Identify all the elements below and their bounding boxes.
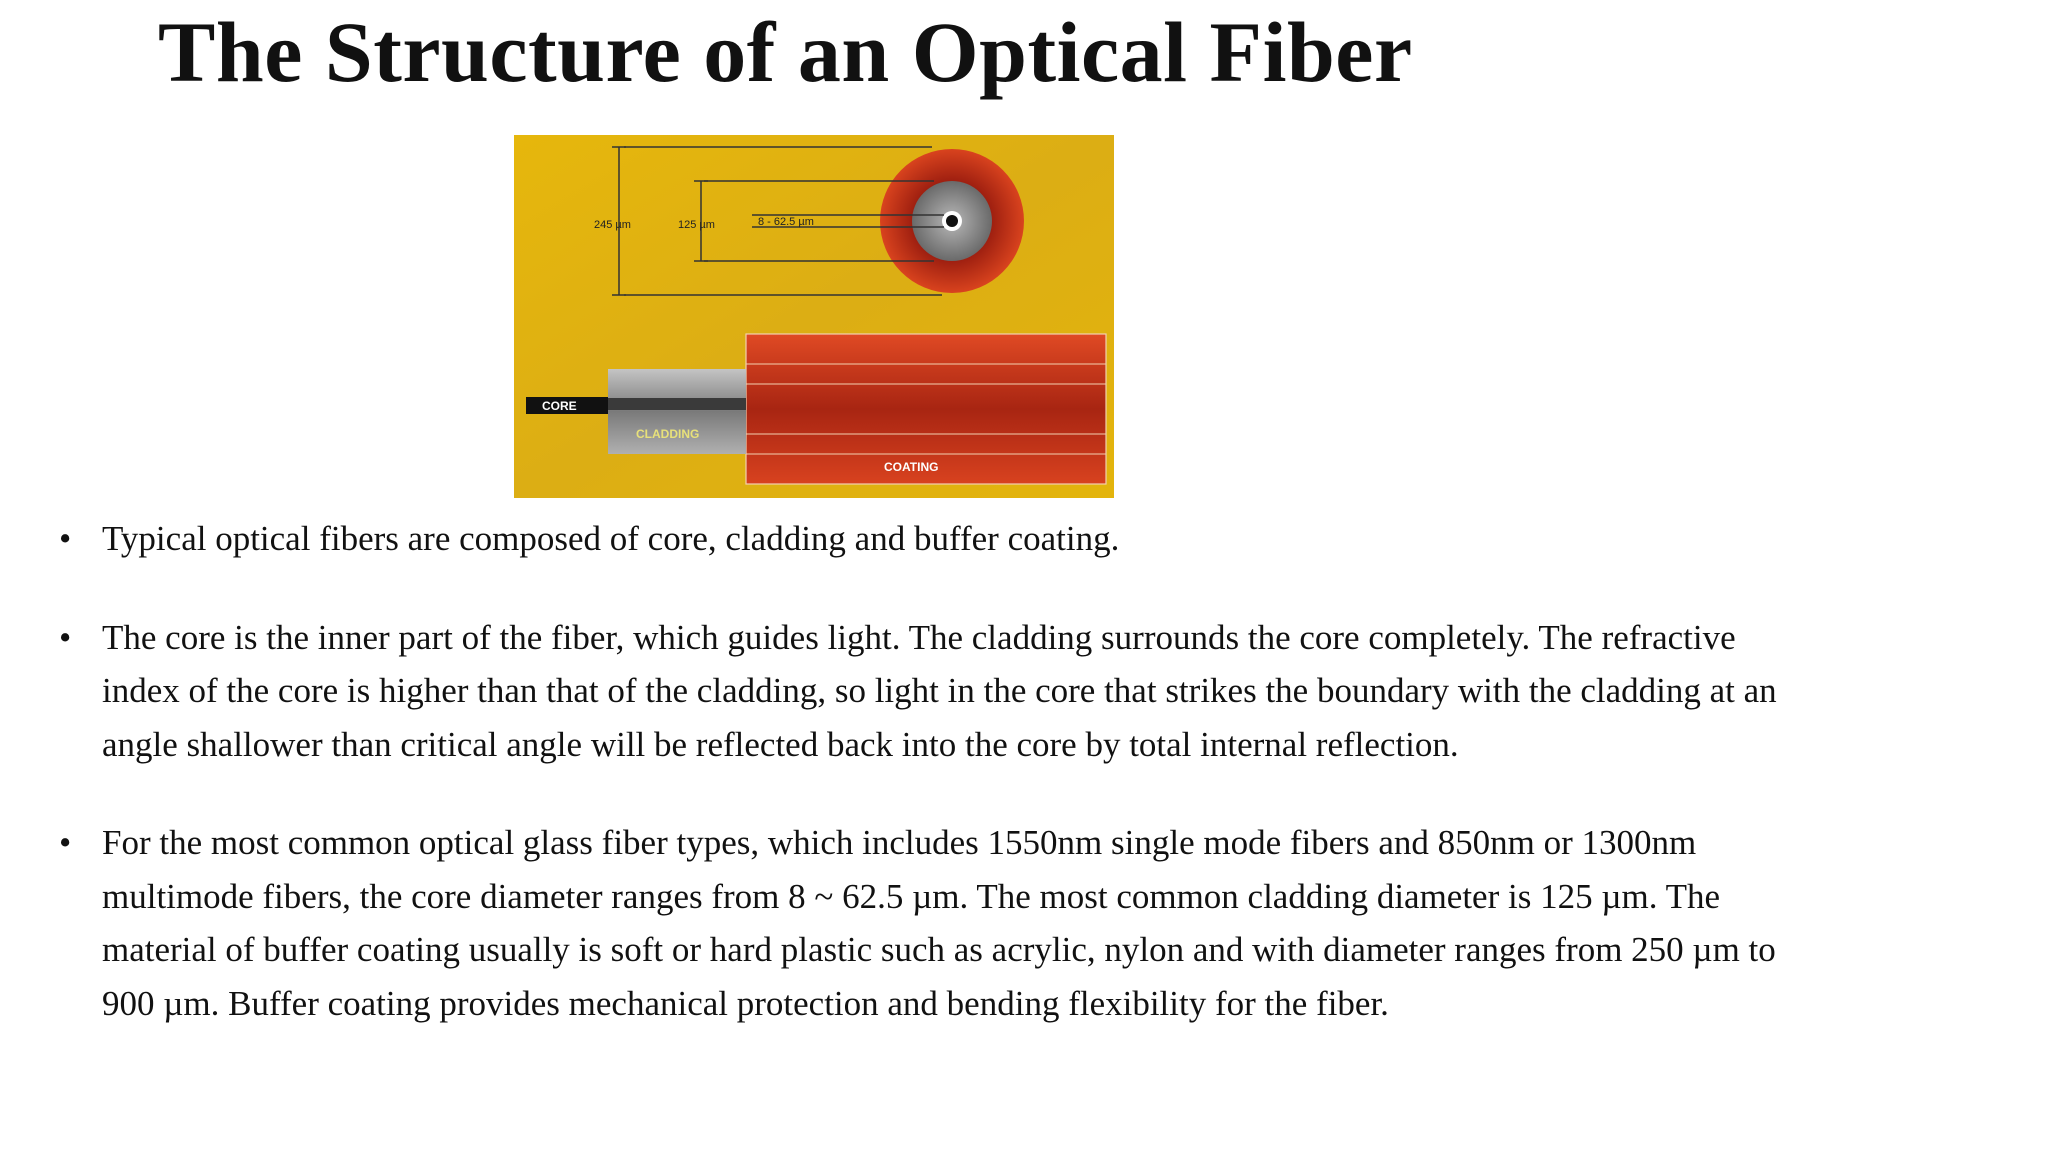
core-label: CORE (542, 399, 577, 413)
dim-cladding-label: 125 µm (678, 219, 715, 231)
coating-label: COATING (884, 460, 938, 474)
fiber-cross-section (880, 149, 1024, 293)
dim-core-label: 8 - 62.5 µm (758, 216, 814, 228)
fiber-structure-figure: 245 µm 125 µm 8 - 62.5 µm CORE CLADDING … (514, 135, 1114, 498)
core-label-box (526, 397, 608, 414)
cladding-label: CLADDING (636, 427, 699, 441)
fiber-side-view (526, 333, 1107, 485)
slide-title: The Structure of an Optical Fiber (158, 4, 1413, 100)
bullet-item: For the most common optical glass fiber … (57, 816, 1817, 1030)
cladding-layer (608, 369, 746, 454)
bullet-list: Typical optical fibers are composed of c… (57, 512, 1817, 1075)
fiber-structure-diagram: 245 µm 125 µm 8 - 62.5 µm CORE CLADDING … (514, 135, 1114, 498)
bullet-item: The core is the inner part of the fiber,… (57, 611, 1817, 772)
dim-outer-label: 245 µm (594, 219, 631, 231)
coating-layer (745, 333, 1107, 485)
core-layer (608, 398, 746, 410)
bullet-item: Typical optical fibers are composed of c… (57, 512, 1817, 566)
core-circle (946, 215, 958, 227)
dimension-lines (612, 146, 944, 296)
